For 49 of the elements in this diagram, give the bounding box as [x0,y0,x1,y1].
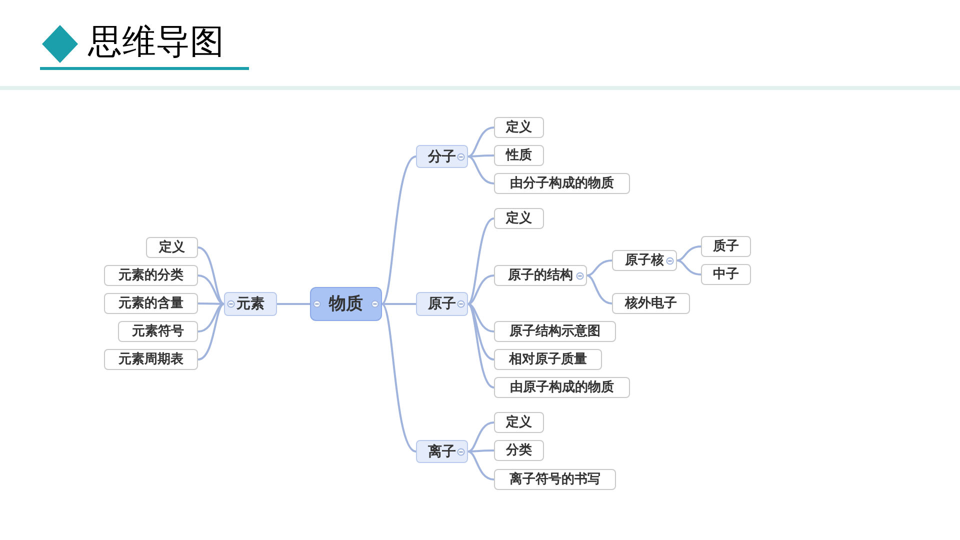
subtopic-box: 原子的结构 [494,265,587,286]
subtopic-box: 原子结构示意图 [494,321,616,342]
subtopic-box: 由原子构成的物质 [494,377,630,398]
connector-line [468,126,494,158]
subtopic-box: 定义 [494,117,544,138]
subtopic-box: 核外电子 [612,293,690,314]
subtopic-box: 分类 [494,440,544,461]
connector-line [468,450,494,480]
connector-line [468,303,494,360]
connector-line [468,303,494,332]
connector-line [381,156,416,305]
connector-line [468,422,494,452]
title: 思维导图 [88,21,224,64]
connector-line [676,260,702,276]
subtopic-box: 定义 [494,412,544,433]
main-topic-box: 原子 [416,292,468,316]
connector-line [198,303,224,360]
subtopic-box: 由分子构成的物质 [494,173,630,194]
connector-line [277,303,310,305]
connector-line [198,302,224,305]
connector-line [198,246,224,305]
subtopic-box: 原子核 [612,250,677,271]
connector-line [586,274,612,304]
connector-line [467,303,494,388]
subtopic-box: 元素的含量 [104,293,198,314]
subtopic-box: 元素周期表 [104,349,198,370]
subtopic-box: 离子符号的书写 [494,469,616,490]
connector-line [468,156,494,184]
subtopic-box: 元素的分类 [104,265,198,286]
main-topic-box: 分子 [416,145,468,168]
subtopic-box: 定义 [494,208,544,229]
connector-line [586,260,612,276]
connector-line [382,303,416,305]
subtopic-box: 性质 [494,145,544,166]
connector-line [676,246,702,262]
subtopic-box: 元素符号 [118,321,198,342]
central-topic-box: 物质 [310,287,382,321]
subtopic-box: 质子 [701,236,751,257]
connector-line [381,303,416,452]
connector-line [468,274,494,305]
subtopic-box: 定义 [146,237,198,258]
connector-line [468,154,494,158]
main-topic-box: 元素 [224,292,277,316]
main-topic-box: 离子 [416,440,468,463]
connector-line [467,218,494,305]
subtopic-box: 中子 [701,264,751,285]
connector-line [198,274,224,305]
connector-line [198,303,224,332]
subtopic-box: 相对原子质量 [494,349,602,370]
